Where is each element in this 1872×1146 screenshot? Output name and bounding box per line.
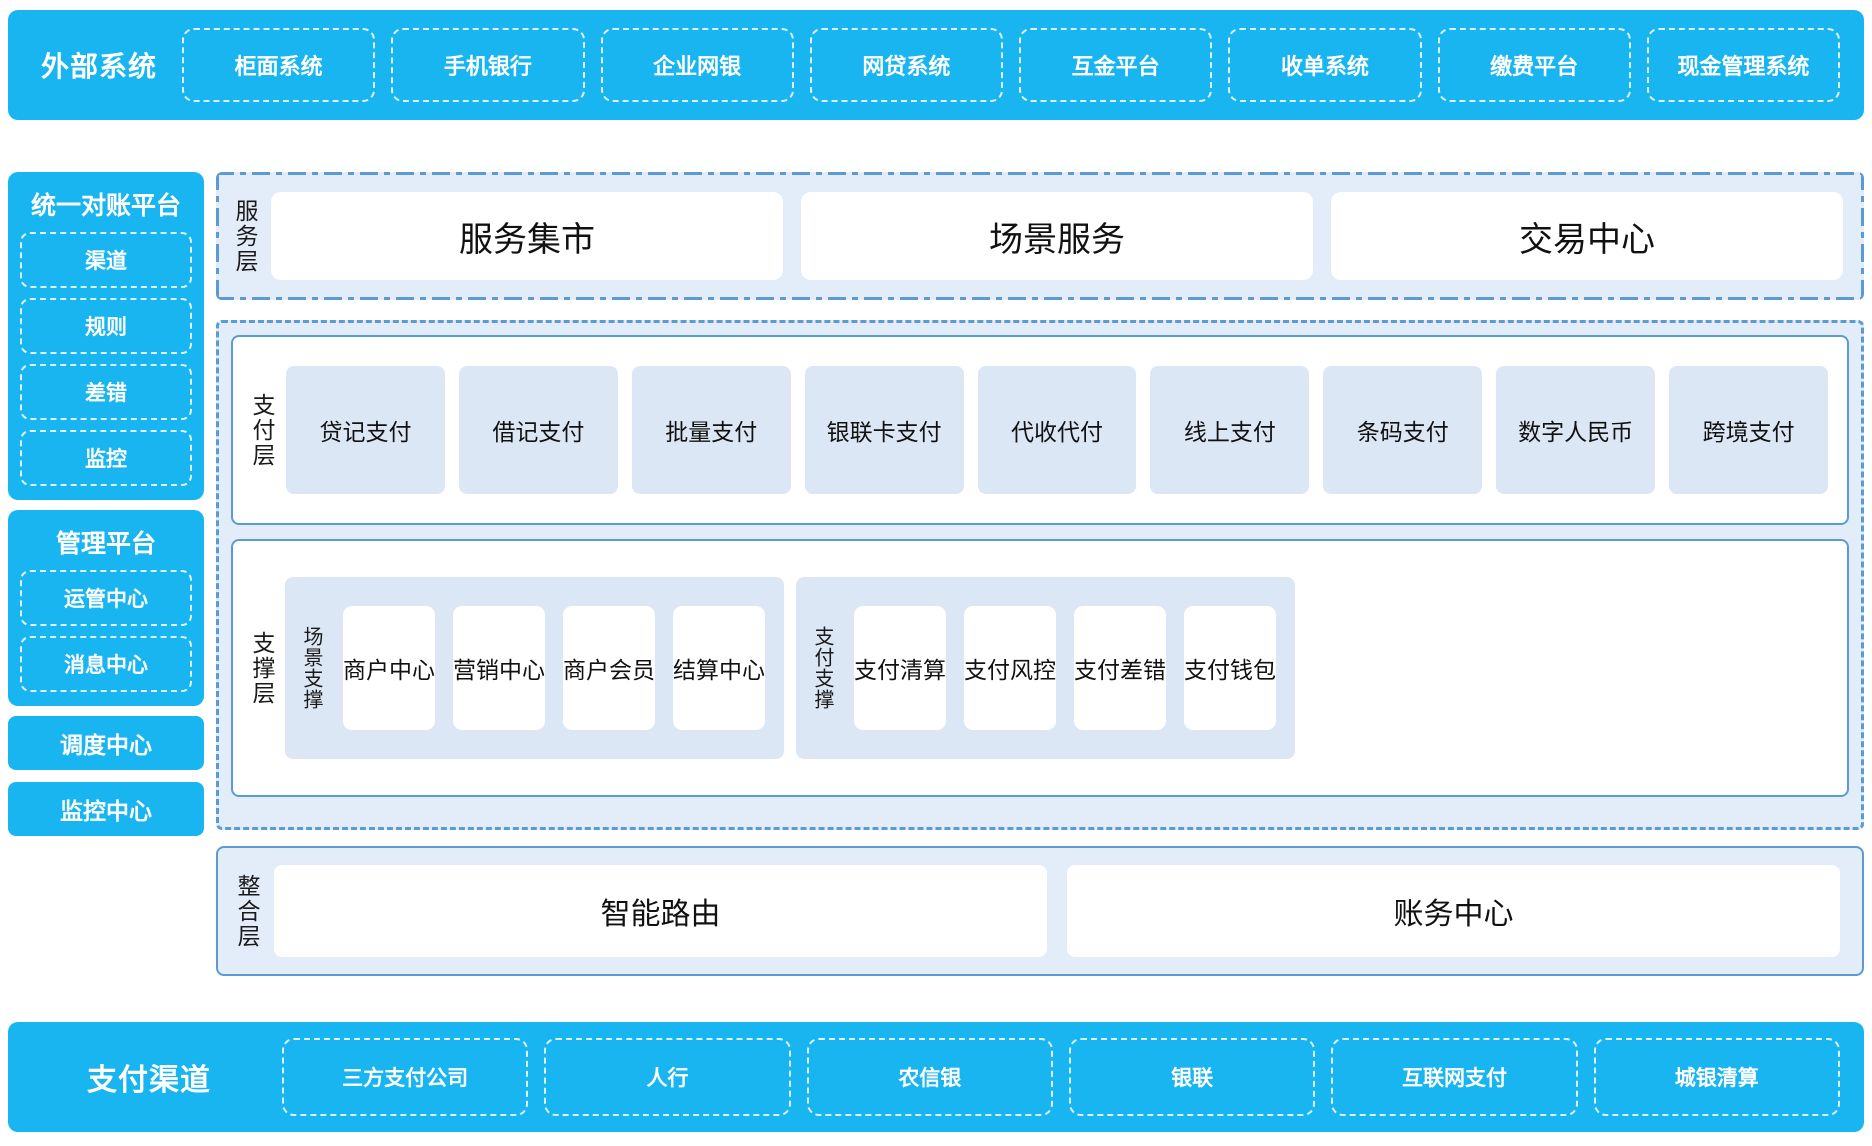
payment-channel-chip[interactable]: 三方支付公司 — [282, 1038, 529, 1116]
support-layer-label: 支撑层 — [249, 630, 275, 706]
payment-layer-card[interactable]: 批量支付 — [631, 366, 791, 494]
external-system-chip[interactable]: 手机银行 — [391, 28, 585, 102]
payment-layer-card[interactable]: 数字人民币 — [1496, 366, 1656, 494]
support-subgroup-label: 场景支撑 — [300, 626, 322, 710]
support-layer-card[interactable]: 支付差错 — [1074, 606, 1166, 730]
sidebar-item-operations-center[interactable]: 运管中心 — [20, 570, 192, 626]
support-layer-card[interactable]: 商户会员 — [563, 606, 655, 730]
service-layer-label: 服务层 — [232, 198, 258, 274]
external-system-chip[interactable]: 柜面系统 — [182, 28, 376, 102]
sidebar-item-scheduling-center[interactable]: 调度中心 — [8, 716, 204, 770]
payment-layer-card[interactable]: 线上支付 — [1150, 366, 1310, 494]
sidebar-item-monitoring-center[interactable]: 监控中心 — [8, 782, 204, 836]
support-layer-card[interactable]: 商户中心 — [343, 606, 435, 730]
payment-layer-card[interactable]: 跨境支付 — [1669, 366, 1829, 494]
support-layer-card[interactable]: 支付风控 — [964, 606, 1056, 730]
integration-layer-panel: 整合层 智能路由账务中心 — [216, 846, 1864, 976]
integration-layer-card[interactable]: 智能路由 — [274, 865, 1047, 957]
payment-channel-chip[interactable]: 农信银 — [806, 1038, 1053, 1116]
sidebar-item-message-center[interactable]: 消息中心 — [20, 636, 192, 692]
payment-channel-chip[interactable]: 银联 — [1068, 1038, 1316, 1116]
payment-layer-card[interactable]: 条码支付 — [1323, 366, 1483, 494]
external-system-chip[interactable]: 网贷系统 — [809, 28, 1003, 102]
support-layer-groups: 场景支撑商户中心营销中心商户会员结算中心支付支撑支付清算支付风控支付差错支付钱包 — [279, 551, 1835, 785]
payment-layer-label: 支付层 — [249, 392, 275, 468]
service-layer-card[interactable]: 服务集市 — [271, 192, 783, 280]
external-system-chip[interactable]: 企业网银 — [600, 28, 794, 102]
service-layer-card[interactable]: 场景服务 — [801, 192, 1313, 280]
payment-channel-chip[interactable]: 人行 — [544, 1038, 791, 1116]
external-system-chip[interactable]: 缴费平台 — [1437, 28, 1631, 102]
support-subgroup-label: 支付支撑 — [811, 626, 833, 710]
payment-channels-list: 三方支付公司人行农信银银联互联网支付城银清算 — [274, 1038, 1848, 1116]
sidebar-panel-title: 管理平台 — [55, 530, 156, 558]
support-subgroup-cards: 商户中心营销中心商户会员结算中心 — [334, 577, 774, 759]
external-system-chip[interactable]: 现金管理系统 — [1646, 28, 1840, 102]
core-layers-group: 支付层 贷记支付借记支付批量支付银联卡支付代收代付线上支付条码支付数字人民币跨境… — [216, 320, 1864, 830]
sidebar-panel-reconciliation: 统一对账平台 渠道 规则 差错 监控 — [8, 172, 204, 500]
payment-channels-bar: 支付渠道 三方支付公司人行农信银银联互联网支付城银清算 — [8, 1022, 1864, 1132]
integration-layer-cards: 智能路由账务中心 — [264, 858, 1850, 964]
left-sidebar: 统一对账平台 渠道 规则 差错 监控 管理平台 运管中心 消息中心 调度中心 监… — [8, 172, 204, 848]
support-subgroup: 场景支撑商户中心营销中心商户会员结算中心 — [285, 577, 784, 759]
support-layer-card[interactable]: 营销中心 — [453, 606, 545, 730]
sidebar-item-channel[interactable]: 渠道 — [20, 232, 192, 288]
payment-layer-card[interactable]: 借记支付 — [458, 366, 618, 494]
sidebar-panel-title: 统一对账平台 — [30, 192, 181, 220]
integration-layer-card[interactable]: 账务中心 — [1067, 865, 1840, 957]
payment-layer-panel: 支付层 贷记支付借记支付批量支付银联卡支付代收代付线上支付条码支付数字人民币跨境… — [231, 335, 1849, 525]
external-system-chip[interactable]: 互金平台 — [1019, 28, 1213, 102]
payment-channel-chip[interactable]: 城银清算 — [1593, 1038, 1840, 1116]
integration-layer-label: 整合层 — [234, 873, 260, 949]
payment-layer-card[interactable]: 银联卡支付 — [804, 366, 964, 494]
sidebar-item-rule[interactable]: 规则 — [20, 298, 192, 354]
external-systems-title: 外部系统 — [40, 51, 157, 82]
support-layer-card[interactable]: 结算中心 — [673, 606, 765, 730]
external-systems-bar: 外部系统 柜面系统手机银行企业网银网贷系统互金平台收单系统缴费平台现金管理系统 — [8, 10, 1864, 120]
external-systems-list: 柜面系统手机银行企业网银网贷系统互金平台收单系统缴费平台现金管理系统 — [174, 28, 1848, 102]
payment-channel-chip[interactable]: 互联网支付 — [1331, 1038, 1578, 1116]
service-layer-group: 服务层 服务集市场景服务交易中心 — [216, 172, 1864, 300]
sidebar-item-monitor[interactable]: 监控 — [20, 430, 192, 486]
external-system-chip[interactable]: 收单系统 — [1228, 28, 1422, 102]
support-layer-card[interactable]: 支付清算 — [854, 606, 946, 730]
service-layer-card[interactable]: 交易中心 — [1331, 192, 1843, 280]
service-layer-cards: 服务集市场景服务交易中心 — [262, 182, 1852, 290]
support-subgroup: 支付支撑支付清算支付风控支付差错支付钱包 — [796, 577, 1295, 759]
sidebar-panel-management: 管理平台 运管中心 消息中心 — [8, 510, 204, 706]
payment-channels-title: 支付渠道 — [87, 1064, 211, 1097]
sidebar-item-error[interactable]: 差错 — [20, 364, 192, 420]
support-layer-card[interactable]: 支付钱包 — [1184, 606, 1276, 730]
support-layer-panel: 支撑层 场景支撑商户中心营销中心商户会员结算中心支付支撑支付清算支付风控支付差错… — [231, 539, 1849, 797]
payment-layer-card[interactable]: 贷记支付 — [286, 366, 445, 494]
support-subgroup-cards: 支付清算支付风控支付差错支付钱包 — [845, 577, 1285, 759]
payment-layer-card[interactable]: 代收代付 — [977, 366, 1137, 494]
payment-layer-cards: 贷记支付借记支付批量支付银联卡支付代收代付线上支付条码支付数字人民币跨境支付 — [279, 347, 1835, 513]
